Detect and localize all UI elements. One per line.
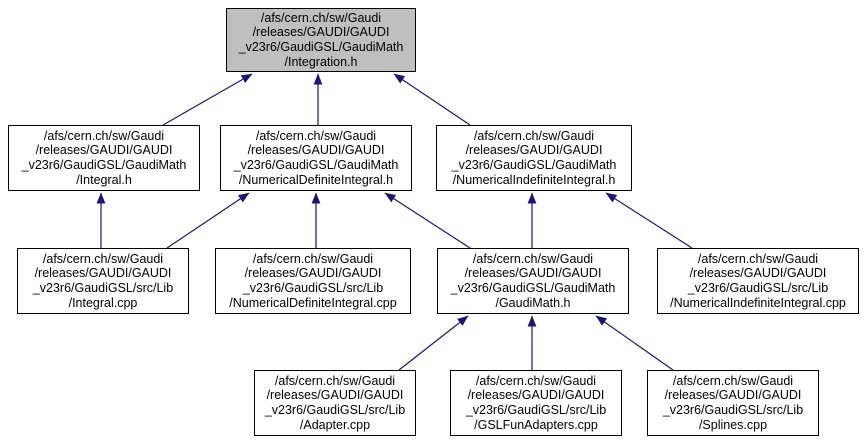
edge-splines-cpp--to--gaudimath-h [595,315,674,371]
node-gaudimath-h[interactable]: /afs/cern.ch/sw/Gaudi /releases/GAUDI/GA… [437,248,629,314]
edge-adapter-cpp--to--gaudimath-h [398,315,469,371]
node-numerical-definite-integral-h[interactable]: /afs/cern.ch/sw/Gaudi /releases/GAUDI/GA… [220,125,412,191]
node-splines-cpp[interactable]: /afs/cern.ch/sw/Gaudi /releases/GAUDI/GA… [647,370,819,436]
node-numerical-definite-integral-cpp[interactable]: /afs/cern.ch/sw/Gaudi /releases/GAUDI/GA… [215,248,411,314]
node-numerical-indefinite-integral-h[interactable]: /afs/cern.ch/sw/Gaudi /releases/GAUDI/GA… [436,125,632,191]
edge-gaudimath-h--to--numerical-definite-integral-h [384,192,471,249]
node-integral-h[interactable]: /afs/cern.ch/sw/Gaudi /releases/GAUDI/GA… [8,125,200,191]
edge-integral-cpp--to--numerical-definite-integral-h [166,192,250,249]
node-integral-cpp[interactable]: /afs/cern.ch/sw/Gaudi /releases/GAUDI/GA… [17,248,189,314]
node-gslfunadapters-cpp[interactable]: /afs/cern.ch/sw/Gaudi /releases/GAUDI/GA… [450,370,622,436]
edge-numerical-indefinite-integral-h--to--integration-h [393,73,471,126]
edge-numerical-indefinite-integral-cpp--to--numerical-indefinite-integral-h [605,192,693,249]
node-numerical-indefinite-integral-cpp[interactable]: /afs/cern.ch/sw/Gaudi /releases/GAUDI/GA… [657,248,859,314]
node-integration-h: /afs/cern.ch/sw/Gaudi /releases/GAUDI/GA… [226,8,416,72]
edge-integral-h--to--integration-h [162,73,253,126]
node-adapter-cpp[interactable]: /afs/cern.ch/sw/Gaudi /releases/GAUDI/GA… [254,370,416,436]
